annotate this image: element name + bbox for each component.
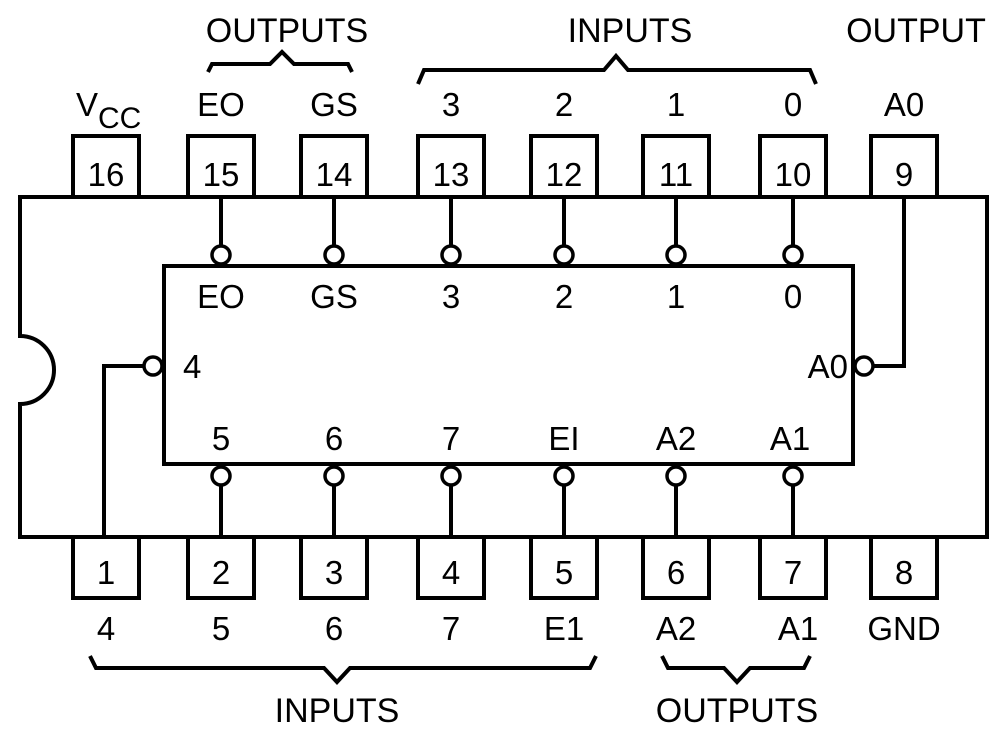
bubble-pin-4	[440, 465, 462, 487]
pin-12-label: 2	[555, 86, 573, 123]
pin-13-label: 3	[442, 86, 460, 123]
pin-16-number: 16	[88, 156, 125, 193]
bubble-pin-13	[440, 244, 462, 266]
pin-2-label: 5	[212, 610, 230, 647]
wire-pin-9	[873, 197, 906, 368]
bubble-pin-15	[210, 244, 232, 266]
brace-bottom-outputs	[660, 655, 812, 685]
inner-label-a0: A0	[808, 348, 848, 385]
bubble-pin-14	[323, 244, 345, 266]
pin-16-label-sub: CC	[98, 102, 141, 135]
pin-5-number: 5	[555, 554, 573, 591]
bubble-pin-10	[782, 244, 804, 266]
bottom-wires	[210, 465, 804, 537]
group-label-bottom-outputs: OUTPUTS	[656, 692, 818, 730]
bubble-pin-12	[553, 244, 575, 266]
inner-label-2: 2	[555, 278, 573, 315]
inner-label-gs: GS	[310, 278, 358, 315]
pin-3-number: 3	[325, 554, 343, 591]
pin-11-box	[641, 134, 711, 199]
pin-16-box	[71, 134, 141, 199]
pin-10-label: 0	[784, 86, 802, 123]
inner-label-0: 0	[784, 278, 802, 315]
bottom-pin-row: 1 2 3 4 5 6 7 8	[71, 535, 939, 600]
group-label-bottom-inputs: INPUTS	[275, 692, 400, 730]
pin-8-label: GND	[867, 610, 940, 647]
pin-16-label: VCC	[76, 86, 141, 135]
inner-label-a2: A2	[656, 420, 696, 457]
pin-7-number: 7	[784, 554, 802, 591]
bubble-pin-6	[665, 465, 687, 487]
inner-label-3: 3	[442, 278, 460, 315]
pin-2-number: 2	[212, 554, 230, 591]
pin-6-number: 6	[667, 554, 685, 591]
pin-1-number: 1	[97, 554, 115, 591]
bubble-pin-11	[665, 244, 687, 266]
package-outline	[18, 195, 989, 539]
pin-10-number: 10	[775, 156, 812, 193]
pin-11-number: 11	[659, 156, 693, 193]
inner-label-4: 4	[183, 348, 201, 385]
pin-9-label: A0	[884, 86, 924, 123]
pin-5-label: E1	[544, 610, 584, 647]
logic-block	[162, 264, 855, 466]
inner-label-6: 6	[325, 420, 343, 457]
pin-9-number: 9	[895, 156, 913, 193]
pin-3-box	[299, 535, 369, 600]
pin-3-label: 6	[325, 610, 343, 647]
pin-15-number: 15	[203, 156, 240, 193]
pin-12-number: 12	[546, 156, 583, 193]
inner-label-1: 1	[667, 278, 685, 315]
pin-8-box	[869, 535, 939, 600]
group-label-top-output: OUTPUT	[846, 12, 986, 50]
wire-pin-1	[102, 364, 143, 537]
pin-14-number: 14	[316, 156, 353, 193]
bubble-pin-5	[553, 465, 575, 487]
pin-1-box	[71, 535, 141, 600]
pin-4-box	[416, 535, 486, 600]
bubble-input-4	[142, 355, 164, 377]
pin-15-box	[186, 134, 256, 199]
pin-13-number: 13	[433, 156, 470, 193]
brace-top-inputs	[416, 52, 818, 85]
brace-bottom-inputs	[88, 655, 598, 685]
bubble-pin-3	[323, 465, 345, 487]
pin-2-box	[186, 535, 256, 600]
pin-12-box	[529, 134, 599, 199]
pin-9-box	[869, 134, 939, 199]
pin-14-label: GS	[310, 86, 358, 123]
inner-label-5: 5	[212, 420, 230, 457]
inner-label-eo: EO	[197, 278, 245, 315]
brace-top-outputs	[206, 49, 354, 73]
pin-4-number: 4	[442, 554, 460, 591]
pin-1-label: 4	[97, 610, 115, 647]
pin-10-box	[758, 134, 828, 199]
inner-label-7: 7	[442, 420, 460, 457]
bubble-pin-2	[210, 465, 232, 487]
pin-4-label: 7	[442, 610, 460, 647]
top-wires	[210, 197, 804, 266]
group-label-top-outputs: OUTPUTS	[206, 12, 368, 50]
top-pin-row: 16 15 14 13 12 11 10 9	[71, 134, 939, 199]
pin-6-label: A2	[656, 610, 696, 647]
inner-label-ei: EI	[548, 420, 579, 457]
bubble-pin-7	[782, 465, 804, 487]
pin-16-label-main: V	[76, 86, 98, 123]
pin-15-label: EO	[197, 86, 245, 123]
pin-8-number: 8	[895, 554, 913, 591]
inner-label-a1: A1	[770, 420, 810, 457]
bubble-output-a0	[853, 355, 875, 377]
pin-7-label: A1	[778, 610, 818, 647]
group-label-top-inputs: INPUTS	[568, 12, 693, 50]
pin-11-label: 1	[667, 86, 685, 123]
